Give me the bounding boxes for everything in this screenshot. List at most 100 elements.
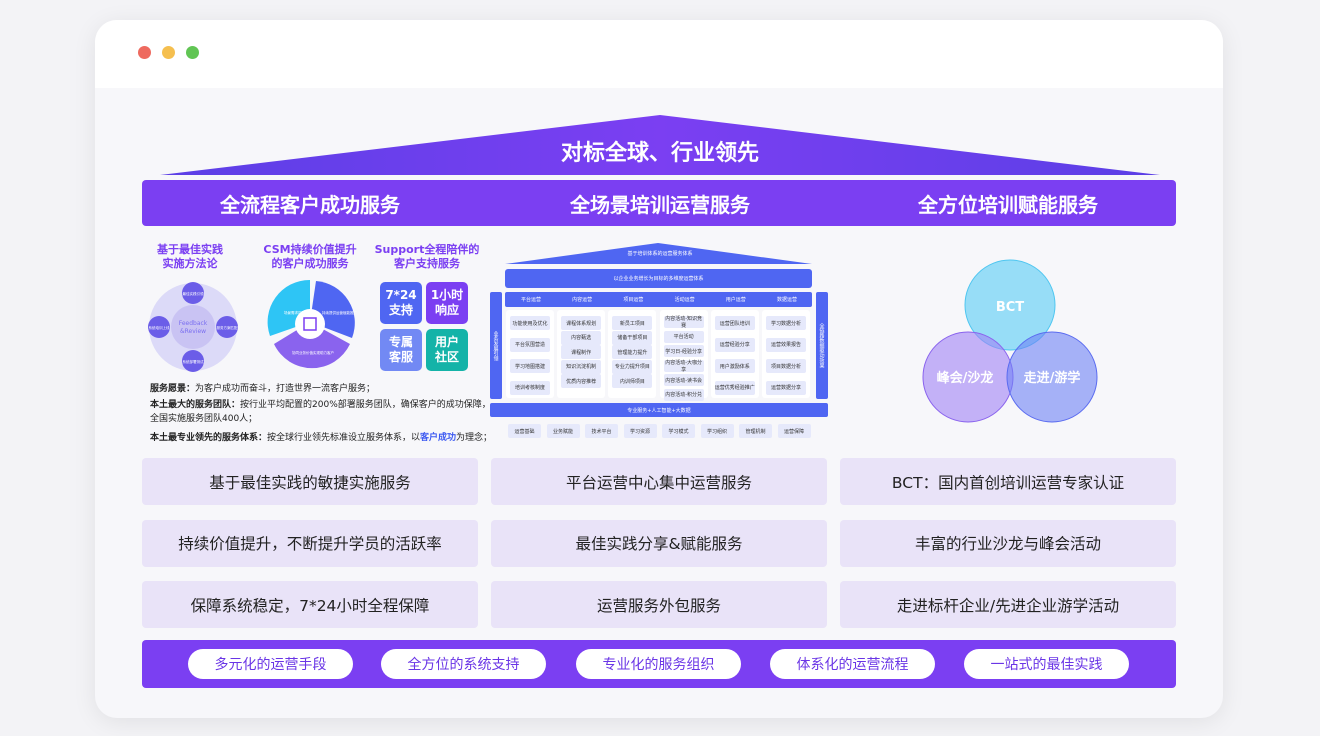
mid-roof-text: 基于培训体系的运营服务体系 [627, 250, 693, 257]
tile-label: 1小时 [430, 288, 464, 302]
mid-item: 储备干部项目 [612, 330, 653, 345]
value-pill[interactable]: 体系化的运营流程 [770, 649, 935, 679]
line-text: 按全球行业领先标准设立服务体系，以 [267, 433, 421, 443]
mid-item: 学习数据分析 [766, 316, 806, 330]
feature-panel: 基于最佳实践的敏捷实施服务 [142, 458, 478, 505]
cycle-node: 最佳实践引领 [183, 291, 204, 296]
feature-panel: 持续价值提升，不断提升学员的活跃率 [142, 519, 478, 567]
mid-item: 运营效果报告 [766, 337, 806, 352]
pie-label: 场景需求匹配与落地 [284, 310, 316, 315]
venn-summit-salon: 峰会/沙龙 [937, 370, 994, 386]
mid-item: 功能使用及优化 [510, 316, 550, 330]
mid-column-head: 平台运营 [520, 297, 541, 303]
pie-label: 协同业务价值实现助力客户 [292, 350, 334, 355]
header-training-enablement: 全方位培训赋能服务 [918, 192, 1098, 217]
mid-item: 课程体系规划 [561, 316, 602, 330]
feature-panel: 走进标杆企业/先进企业游学活动 [840, 581, 1176, 628]
mid-column-head: 数据运营 [776, 297, 797, 303]
line-text: 按行业平均配置的200%部署服务团队，确保客户的成功保障， [240, 400, 491, 410]
line-label: 本土最大的服务团队： [150, 400, 241, 410]
mid-item: 新员工项目 [612, 316, 653, 330]
maximize-dot-icon[interactable] [186, 46, 199, 59]
mid-left-side: 业务发展引领 [490, 292, 502, 399]
column-title: CSM持续价值提升 [263, 243, 357, 256]
mid-chip: 技术平台 [585, 424, 618, 438]
header-training-operations: 全场景培训运营服务 [570, 192, 750, 217]
support-tile: 用户社区 [426, 329, 468, 371]
cycle-node: 系统培训上线 [149, 325, 170, 330]
mid-item: 用户激励体系 [714, 359, 755, 373]
mid-chip: 业务赋能 [546, 424, 580, 438]
support-tile: 专属客服 [380, 329, 422, 371]
mid-item: 运营团队培训 [714, 316, 755, 330]
cycle-center-line1: Feedback [179, 320, 208, 327]
service-description-line: 全国实施服务团队400人； [150, 411, 480, 424]
value-pill[interactable]: 专业化的服务组织 [576, 649, 741, 679]
mid-item: 优质内容推荐 [561, 374, 602, 388]
mid-roof [505, 243, 812, 264]
pie-label: 持续提供运营赋能推广 [322, 310, 357, 315]
methodology-cycle-diagram: Feedback &Review 最佳实践引领 服务方案匹配 系统部署测试 系统… [148, 282, 238, 372]
mid-chip: 运营基础 [508, 424, 541, 438]
line-label: 服务愿景： [150, 384, 196, 394]
mid-item: 内容甄选 [561, 330, 602, 345]
support-tile: 1小时响应 [426, 282, 468, 324]
mid-goal-bar: 以企业业务增长为目标的多维度运营体系 [505, 269, 812, 288]
line-text: 全国实施服务团队400人； [150, 414, 258, 424]
line-text: 为客户成功而奋斗，打造世界一流客户服务； [195, 384, 376, 394]
mid-column-head: 用户运营 [725, 297, 746, 303]
close-dot-icon[interactable] [138, 46, 151, 59]
service-description-line: 本土最大的服务团队：按行业平均配置的200%部署服务团队，确保客户的成功保障， [150, 397, 491, 410]
mid-base-bar: 专业服务+人工智能+大数据 [490, 403, 828, 417]
mid-item: 平台活动 [663, 330, 704, 343]
line-label: 本土最专业领先的服务体系： [150, 433, 268, 443]
mid-item: 内容活动-大咖分享 [663, 359, 704, 373]
feature-panel: 运营服务外包服务 [491, 581, 827, 628]
mid-column-head: 项目运营 [623, 297, 644, 303]
mid-item: 内训师项目 [612, 374, 653, 388]
mid-head-bar [505, 292, 812, 307]
service-description-line: 本土最专业领先的服务体系：按全球行业领先标准设立服务体系，以客户成功为理念； [150, 430, 492, 443]
csm-pie-diagram: 场景需求匹配与落地 持续提供运营赋能推广 协同业务价值实现助力客户 [267, 279, 357, 369]
venn-diagram: BCT 峰会/沙龙 走进/游学 [922, 259, 1098, 423]
header-customer-success: 全流程客户成功服务 [220, 192, 400, 217]
tile-label: 响应 [434, 303, 459, 317]
mid-item: 课程制作 [561, 345, 602, 359]
mid-item: 知识沉淀机制 [561, 359, 602, 374]
mid-item: 运营优秀经验推广 [714, 380, 755, 395]
mid-column-head: 内容运营 [572, 297, 593, 303]
tile-label: 社区 [434, 350, 459, 364]
mid-column-head: 活动运营 [674, 297, 695, 303]
feature-panel: 丰富的行业沙龙与峰会活动 [840, 519, 1176, 567]
mid-item: 运营经验分享 [714, 337, 755, 352]
line-text: 为理念； [456, 433, 493, 443]
mid-item: 学习地图搭建 [510, 359, 550, 373]
value-pill[interactable]: 多元化的运营手段 [188, 649, 353, 679]
service-description-line: 服务愿景：为客户成功而奋斗，打造世界一流客户服务； [150, 381, 480, 394]
mid-item: 内容活动-读书会 [663, 374, 704, 386]
mid-chip: 管理机制 [739, 424, 772, 438]
mid-item: 内容活动-知识竞赛 [663, 316, 704, 329]
mid-item: 平台氛围营造 [510, 337, 550, 352]
mid-right-side: 全链路数据驱动效果 [816, 292, 828, 399]
tile-label: 专属 [388, 335, 413, 349]
minimize-dot-icon[interactable] [162, 46, 175, 59]
header-bar [142, 180, 1176, 226]
column-title: 实施方法论 [162, 257, 218, 270]
cycle-center-line2: &Review [180, 328, 206, 335]
cycle-node: 系统部署测试 [183, 359, 204, 364]
column-title: 的客户成功服务 [271, 257, 349, 270]
mid-item: 管理能力提升 [612, 345, 653, 359]
highlight-text: 客户成功 [420, 433, 457, 443]
tile-label: 用户 [434, 335, 459, 349]
feature-panel: 最佳实践分享&赋能服务 [491, 519, 827, 567]
roof-title: 对标全球、行业领先 [560, 141, 759, 166]
value-pill[interactable]: 一站式的最佳实践 [964, 649, 1129, 679]
column-title: 基于最佳实践 [157, 243, 223, 256]
value-pill[interactable]: 全方位的系统支持 [381, 649, 546, 679]
feature-panel: BCT：国内首创培训运营专家认证 [840, 458, 1176, 505]
venn-bct: BCT [996, 300, 1024, 315]
tile-label: 客服 [388, 350, 413, 364]
tile-label: 支持 [388, 303, 413, 317]
